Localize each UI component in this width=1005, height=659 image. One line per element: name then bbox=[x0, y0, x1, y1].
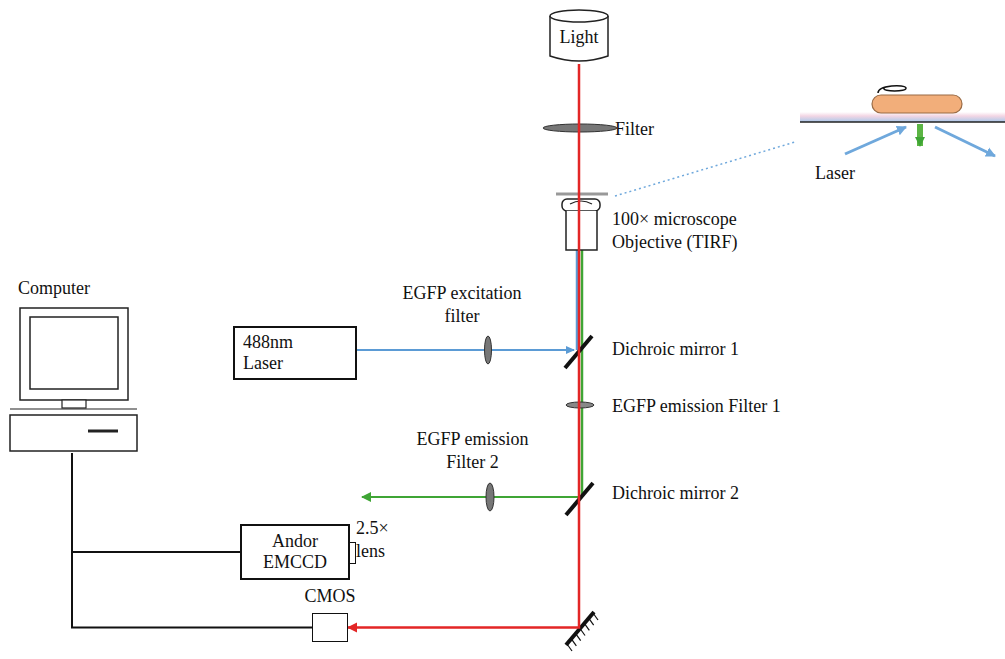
emission-beam bbox=[581, 250, 584, 497]
light-source: Light bbox=[548, 8, 610, 64]
incident-laser bbox=[845, 127, 906, 154]
fluorescence-arrow bbox=[917, 124, 923, 146]
sample-slide bbox=[556, 193, 608, 196]
objective-tip bbox=[562, 199, 600, 211]
connector bbox=[348, 64, 579, 628]
excitation-filter bbox=[485, 336, 492, 364]
hatch-stroke bbox=[593, 613, 598, 620]
excitation-beam bbox=[357, 349, 574, 351]
objective-lens bbox=[570, 201, 592, 204]
node-text: 488nm Laser bbox=[243, 332, 313, 373]
part-label: 2.5× lens bbox=[356, 517, 406, 564]
connector bbox=[72, 453, 240, 552]
mirror-hatching bbox=[567, 613, 598, 651]
laser-box: 488nm Laser bbox=[233, 326, 357, 380]
part-label: 100× microscope Objective (TIRF) bbox=[612, 208, 762, 255]
flagellum bbox=[878, 86, 906, 93]
bacterium-cell bbox=[872, 95, 962, 113]
part-label: Filter bbox=[615, 118, 735, 141]
hatch-stroke bbox=[580, 629, 585, 636]
cmos-camera: CMOS bbox=[300, 586, 360, 642]
hatch-stroke bbox=[589, 618, 594, 625]
zoom-leader bbox=[615, 142, 795, 196]
emission-beam-to-camera bbox=[362, 496, 580, 498]
node-heading: CMOS bbox=[300, 586, 360, 607]
emccd-camera: Andor EMCCD bbox=[240, 524, 350, 580]
emission-filter-2 bbox=[486, 483, 494, 511]
coverslip-edge bbox=[800, 121, 1005, 123]
hatch-stroke bbox=[576, 634, 581, 641]
hatch-stroke bbox=[567, 644, 572, 651]
computer: Computer bbox=[8, 278, 140, 453]
hatch-stroke bbox=[571, 639, 576, 646]
part-label: EGFP emission Filter 2 bbox=[405, 428, 540, 475]
reflected-laser bbox=[935, 127, 995, 156]
inset-label: Laser bbox=[815, 162, 885, 185]
camera-body bbox=[312, 613, 348, 642]
hatch-stroke bbox=[584, 623, 589, 630]
part-label: EGFP excitation filter bbox=[392, 282, 532, 329]
node-text: Andor EMCCD bbox=[260, 531, 330, 572]
part-label: Dichroic mirror 2 bbox=[612, 482, 792, 505]
computer-icon bbox=[8, 303, 140, 453]
node-heading: Computer bbox=[8, 278, 140, 299]
node-text: Light bbox=[548, 27, 610, 48]
camera-window bbox=[349, 542, 356, 564]
part-label: EGFP emission Filter 1 bbox=[612, 395, 832, 418]
part-label: Dichroic mirror 1 bbox=[612, 338, 792, 361]
objective-body bbox=[566, 211, 597, 250]
